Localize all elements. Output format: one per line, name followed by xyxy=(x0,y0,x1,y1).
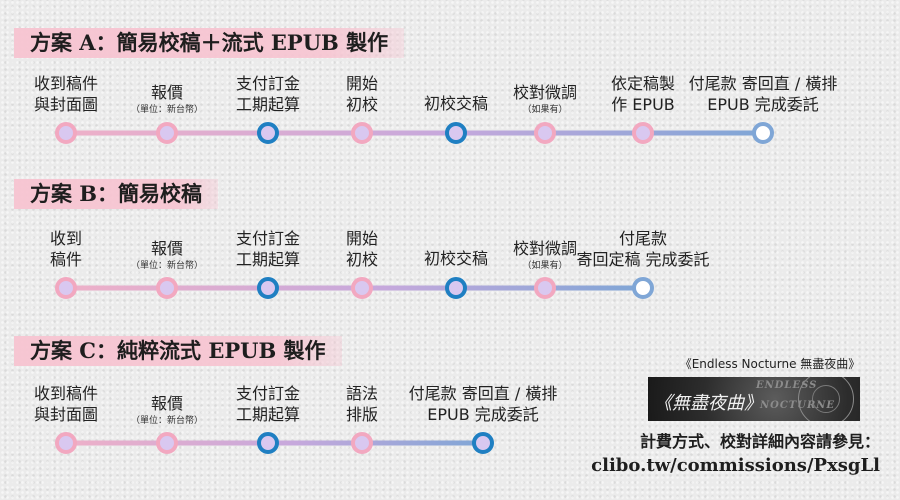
step-label-line: 與封面圖 xyxy=(33,95,98,114)
step-label-line: 校對微調 xyxy=(512,83,577,102)
timeline-step-label: 依定稿製作 EPUB xyxy=(563,73,723,115)
timeline-step-label: 報價 （單位：新台幣） xyxy=(87,82,247,117)
timeline-step-label: 校對微調 （如果有） xyxy=(465,82,625,117)
step-label-line: 收到稿件 xyxy=(33,74,98,93)
timeline-step-label: 初校交稿 xyxy=(376,93,536,114)
step-label-line: 支付訂金 xyxy=(235,74,300,93)
timeline-step-label: 開始初校 xyxy=(282,228,442,270)
timeline-step-marker xyxy=(472,432,494,454)
step-label-line: 依定稿製 xyxy=(610,74,675,93)
step-label-line: 支付訂金 xyxy=(235,229,300,248)
step-label-line: 作 EPUB xyxy=(611,95,675,114)
step-label-line: 初校 xyxy=(345,250,378,269)
timeline-step-label: 付尾款寄回定稿 完成委託 xyxy=(563,228,723,270)
step-label-line: 語法 xyxy=(345,384,378,403)
step-label-line: 報價 xyxy=(150,394,183,413)
step-label-line: 支付訂金 xyxy=(235,384,300,403)
timeline-step-label: 支付訂金工期起算 xyxy=(188,73,348,115)
timeline-step-label: 收到稿件與封面圖 xyxy=(0,383,146,425)
timeline-step-marker xyxy=(351,277,373,299)
plan-b-title: 方案 B：簡易校稿 xyxy=(14,179,219,209)
timeline-step-label: 報價 （單位：新台幣） xyxy=(87,393,247,428)
timeline-step-marker xyxy=(632,277,654,299)
timeline-step-marker xyxy=(534,122,556,144)
plan-a-title: 方案 A：簡易校稿＋流式 EPUB 製作 xyxy=(14,28,405,58)
step-label-line: 稿件 xyxy=(49,250,82,269)
timeline-step-marker xyxy=(156,432,178,454)
step-label-line: 付尾款 寄回直 / 橫排 xyxy=(688,74,838,93)
timeline-step-label: 付尾款 寄回直 / 橫排 EPUB 完成委託 xyxy=(683,73,843,115)
timeline-step-marker xyxy=(445,277,467,299)
timeline-step-label: 開始初校 xyxy=(282,73,442,115)
logo-word-main: 《無盡夜曲》 xyxy=(654,393,762,414)
commission-link[interactable]: clibo.tw/commissions/PxsgLl xyxy=(591,455,880,476)
step-note: （如果有） xyxy=(522,105,568,115)
step-label-line: 付尾款 寄回直 / 橫排 xyxy=(408,384,558,403)
timeline-step-label: 支付訂金工期起算 xyxy=(188,228,348,270)
step-label-line: 收到 xyxy=(49,229,82,248)
timeline-step-label: 初校交稿 xyxy=(376,248,536,269)
step-label-line: 報價 xyxy=(150,83,183,102)
brand-caption: 《Endless Nocturne 無盡夜曲》 xyxy=(679,357,861,371)
timeline-step-marker xyxy=(257,432,279,454)
timeline-step-marker xyxy=(632,122,654,144)
timeline-step-label: 收到稿件 xyxy=(0,228,146,270)
plan-c-title: 方案 C：純粹流式 EPUB 製作 xyxy=(14,336,342,366)
timeline-step-label: 付尾款 寄回直 / 橫排 EPUB 完成委託 xyxy=(403,383,563,425)
timeline-step-marker xyxy=(445,122,467,144)
timeline-step-marker xyxy=(156,277,178,299)
step-note: （單位：新台幣） xyxy=(130,105,203,115)
step-label-line: 初校 xyxy=(345,95,378,114)
logo-ring-decoration xyxy=(798,377,854,421)
endless-nocturne-logo: ENDLESS 《無盡夜曲》 NOCTURNE xyxy=(648,377,860,421)
step-label-line: 工期起算 xyxy=(235,95,300,114)
timeline-step-label: 報價 （單位：新台幣） xyxy=(87,238,247,273)
pricing-info-text: 計費方式、校對詳細內容請參見： xyxy=(639,432,880,451)
step-note: （如果有） xyxy=(522,261,568,271)
step-label-line: 校對微調 xyxy=(512,239,577,258)
step-label-line: 與封面圖 xyxy=(33,405,98,424)
logo-word-top: ENDLESS xyxy=(756,380,818,391)
step-label-line: 排版 xyxy=(345,405,378,424)
timeline-step-marker xyxy=(534,277,556,299)
timeline-step-marker xyxy=(156,122,178,144)
step-label-line: 報價 xyxy=(150,239,183,258)
timeline-step-marker xyxy=(55,277,77,299)
timeline-step-label: 校對微調 （如果有） xyxy=(465,238,625,273)
step-label-line: 工期起算 xyxy=(235,405,300,424)
timeline-step-marker xyxy=(351,122,373,144)
timeline-step-marker xyxy=(55,432,77,454)
timeline-step-label: 語法排版 xyxy=(282,383,442,425)
timeline-step-label: 支付訂金工期起算 xyxy=(188,383,348,425)
step-note: （單位：新台幣） xyxy=(130,261,203,271)
step-label-line: 初校交稿 xyxy=(423,94,488,113)
step-label-line: 付尾款 xyxy=(618,229,667,248)
step-label-line: EPUB 完成委託 xyxy=(427,405,539,424)
step-label-line: 收到稿件 xyxy=(33,384,98,403)
timeline-step-marker xyxy=(257,277,279,299)
step-note: （單位：新台幣） xyxy=(130,416,203,426)
step-label-line: EPUB 完成委託 xyxy=(707,95,819,114)
step-label-line: 寄回定稿 完成委託 xyxy=(576,250,710,269)
step-label-line: 工期起算 xyxy=(235,250,300,269)
timeline-step-marker xyxy=(752,122,774,144)
timeline-step-marker xyxy=(55,122,77,144)
logo-inner-ring-decoration xyxy=(812,385,840,413)
timeline-step-marker xyxy=(257,122,279,144)
step-label-line: 初校交稿 xyxy=(423,249,488,268)
timeline-step-label: 收到稿件與封面圖 xyxy=(0,73,146,115)
timeline-step-marker xyxy=(351,432,373,454)
step-label-line: 開始 xyxy=(345,229,378,248)
step-label-line: 開始 xyxy=(345,74,378,93)
logo-word-bottom: NOCTURNE xyxy=(760,400,836,411)
